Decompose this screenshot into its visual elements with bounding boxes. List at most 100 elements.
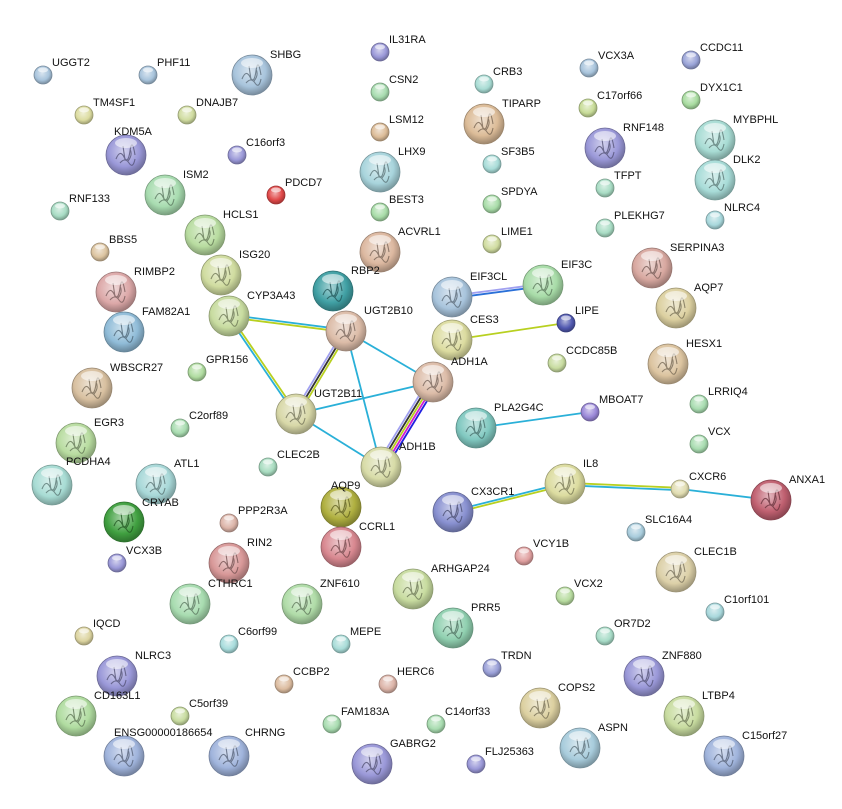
node-il31ra[interactable]: IL31RA xyxy=(370,34,426,62)
node-vcx3b[interactable]: VCX3B xyxy=(107,545,162,573)
node-dlk2[interactable]: DLK2 xyxy=(694,154,761,201)
node-nlrc3[interactable]: NLRC3 xyxy=(96,650,171,697)
node-plekhg7[interactable]: PLEKHG7 xyxy=(595,210,665,238)
node-mepe[interactable]: MEPE xyxy=(331,626,381,654)
node-znf880[interactable]: ZNF880 xyxy=(623,650,702,697)
node-arhgap24[interactable]: ARHGAP24 xyxy=(392,563,490,610)
node-isg20[interactable]: ISG20 xyxy=(200,249,270,296)
node-bbs5[interactable]: BBS5 xyxy=(90,234,137,262)
node-or7d2[interactable]: OR7D2 xyxy=(595,618,651,646)
node-il8[interactable]: IL8 xyxy=(544,458,598,505)
node-ensg00000186654[interactable]: ENSG00000186654 xyxy=(103,727,212,777)
node-gabrg2[interactable]: GABRG2 xyxy=(351,738,436,785)
node-lipe[interactable]: LIPE xyxy=(556,305,599,333)
node-ccbp2[interactable]: CCBP2 xyxy=(274,666,330,694)
node-crb3[interactable]: CRB3 xyxy=(474,66,522,94)
node-aqp9[interactable]: AQP9 xyxy=(320,480,362,528)
node-serpina3[interactable]: SERPINA3 xyxy=(631,242,724,289)
node-pla2g4c[interactable]: PLA2G4C xyxy=(455,402,544,449)
node-tiparp[interactable]: TIPARP xyxy=(463,98,541,145)
node-adh1b[interactable]: ADH1B xyxy=(360,441,436,488)
node-spdya[interactable]: SPDYA xyxy=(482,186,538,214)
node-wbscr27[interactable]: WBSCR27 xyxy=(71,362,163,409)
node-c2orf89[interactable]: C2orf89 xyxy=(170,410,228,438)
node-cops2[interactable]: COPS2 xyxy=(519,682,595,729)
node-ism2[interactable]: ISM2 xyxy=(144,169,209,216)
node-ugt2b11[interactable]: UGT2B11 xyxy=(275,388,362,435)
node-sf3b5[interactable]: SF3B5 xyxy=(482,146,535,174)
node-egr3[interactable]: EGR3 xyxy=(55,417,124,464)
node-znf610[interactable]: ZNF610 xyxy=(281,578,360,625)
node-uggt2[interactable]: UGGT2 xyxy=(33,57,90,85)
node-rnf133[interactable]: RNF133 xyxy=(50,193,110,221)
node-nlrc4[interactable]: NLRC4 xyxy=(705,202,760,230)
node-hcls1[interactable]: HCLS1 xyxy=(184,209,258,256)
node-rin2[interactable]: RIN2 xyxy=(208,537,272,584)
node-cx3cr1[interactable]: CX3CR1 xyxy=(432,486,514,533)
edge-ugt2b11-adh1a[interactable] xyxy=(295,381,434,415)
node-acvrl1[interactable]: ACVRL1 xyxy=(359,226,441,273)
node-ugt2b10[interactable]: UGT2B10 xyxy=(325,305,413,352)
node-herc6[interactable]: HERC6 xyxy=(378,666,434,694)
node-pcdha4[interactable]: PCDHA4 xyxy=(31,456,111,506)
node-lhx9[interactable]: LHX9 xyxy=(359,146,426,193)
node-c16orf3[interactable]: C16orf3 xyxy=(227,137,285,165)
node-csn2[interactable]: CSN2 xyxy=(370,74,418,102)
node-ppp2r3a[interactable]: PPP2R3A xyxy=(219,505,288,533)
node-rbp2[interactable]: RBP2 xyxy=(312,265,380,312)
node-pdcd7[interactable]: PDCD7 xyxy=(266,177,322,205)
node-chrng[interactable]: CHRNG xyxy=(208,727,285,777)
node-ccdc11[interactable]: CCDC11 xyxy=(681,42,743,70)
node-ccrl1[interactable]: CCRL1 xyxy=(320,521,395,568)
node-shbg[interactable]: SHBG xyxy=(231,49,301,96)
node-aqp7[interactable]: AQP7 xyxy=(655,282,723,329)
node-trdn[interactable]: TRDN xyxy=(482,650,532,678)
node-vcx3a[interactable]: VCX3A xyxy=(579,50,635,78)
node-atl1[interactable]: ATL1 xyxy=(135,458,199,505)
node-eif3cl[interactable]: EIF3CL xyxy=(431,271,507,318)
node-dyx1c1[interactable]: DYX1C1 xyxy=(681,82,743,110)
node-dnajb7[interactable]: DNAJB7 xyxy=(177,97,238,125)
node-aspn[interactable]: ASPN xyxy=(559,722,628,769)
node-best3[interactable]: BEST3 xyxy=(370,194,424,222)
node-hesx1[interactable]: HESX1 xyxy=(647,338,722,385)
node-lsm12[interactable]: LSM12 xyxy=(370,114,424,142)
node-c1orf101[interactable]: C1orf101 xyxy=(705,594,769,622)
node-ltbp4[interactable]: LTBP4 xyxy=(663,690,735,737)
node-tfpt[interactable]: TFPT xyxy=(595,170,642,198)
node-vcy1b[interactable]: VCY1B xyxy=(514,538,569,566)
node-fam82a1[interactable]: FAM82A1 xyxy=(103,306,190,353)
node-vcx2[interactable]: VCX2 xyxy=(555,578,603,606)
node-lime1[interactable]: LIME1 xyxy=(482,226,533,254)
node-ccdc85b[interactable]: CCDC85B xyxy=(547,345,617,373)
node-clec1b[interactable]: CLEC1B xyxy=(655,546,737,593)
node-cyp3a43[interactable]: CYP3A43 xyxy=(208,290,295,337)
node-slc16a4[interactable]: SLC16A4 xyxy=(626,514,692,542)
node-lrriq4[interactable]: LRRIQ4 xyxy=(689,386,748,414)
node-phf11[interactable]: PHF11 xyxy=(138,57,190,85)
node-c15orf27[interactable]: C15orf27 xyxy=(703,730,787,777)
node-rimbp2[interactable]: RIMBP2 xyxy=(95,266,175,313)
node-ces3[interactable]: CES3 xyxy=(431,314,499,361)
node-mybphl[interactable]: MYBPHL xyxy=(694,114,778,161)
node-mboat7[interactable]: MBOAT7 xyxy=(580,394,643,422)
node-prr5[interactable]: PRR5 xyxy=(432,602,500,649)
node-cd163l1[interactable]: CD163L1 xyxy=(55,690,140,737)
node-eif3c[interactable]: EIF3C xyxy=(522,259,592,306)
node-fam183a[interactable]: FAM183A xyxy=(322,706,390,734)
node-tm4sf1[interactable]: TM4SF1 xyxy=(74,97,135,125)
node-gpr156[interactable]: GPR156 xyxy=(187,354,248,382)
node-c14orf33[interactable]: C14orf33 xyxy=(426,706,490,734)
node-c17orf66[interactable]: C17orf66 xyxy=(578,90,642,118)
node-anxa1[interactable]: ANXA1 xyxy=(750,474,825,521)
node-adh1a[interactable]: ADH1A xyxy=(412,356,488,403)
node-flj25363[interactable]: FLJ25363 xyxy=(466,746,534,774)
node-c6orf99[interactable]: C6orf99 xyxy=(219,626,277,654)
node-cthrc1[interactable]: CTHRC1 xyxy=(169,578,253,625)
node-cryab[interactable]: CRYAB xyxy=(103,497,179,543)
node-rnf148[interactable]: RNF148 xyxy=(584,122,664,169)
node-cxcr6[interactable]: CXCR6 xyxy=(670,471,726,499)
node-vcx[interactable]: VCX xyxy=(689,426,731,454)
node-clec2b[interactable]: CLEC2B xyxy=(258,449,320,477)
node-iqcd[interactable]: IQCD xyxy=(74,618,121,646)
